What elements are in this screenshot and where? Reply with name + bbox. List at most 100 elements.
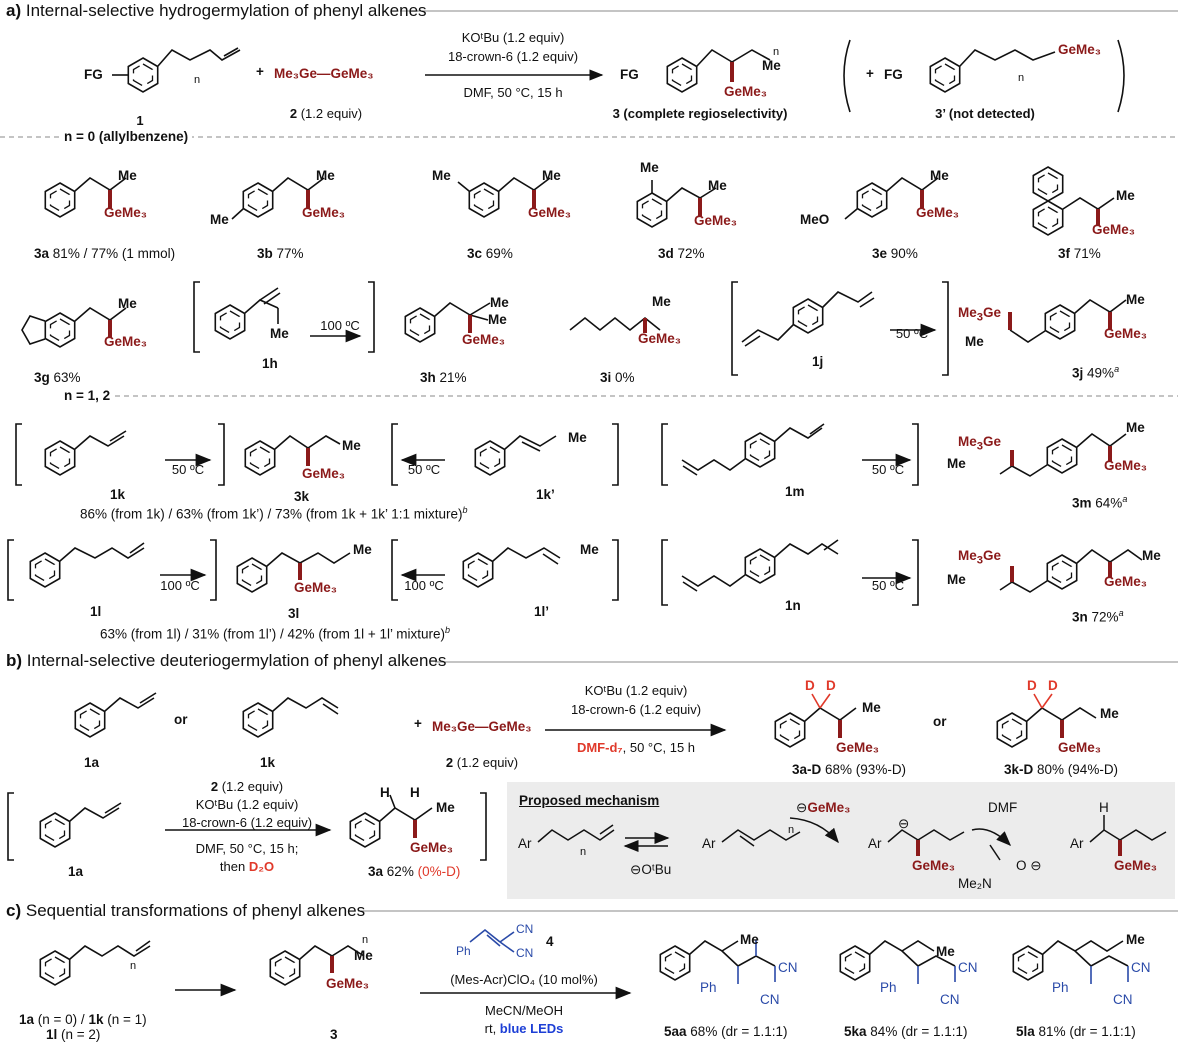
or-2: or bbox=[933, 714, 947, 729]
label-b-2: 2 (1.2 equiv) bbox=[445, 755, 519, 770]
row3-structures bbox=[15, 423, 1127, 486]
geme3-3: GeMe₃ bbox=[724, 84, 768, 99]
mech-me2n: Me₂N bbox=[958, 876, 992, 891]
section-c-header: c) Sequential transformations of phenyl … bbox=[6, 901, 366, 920]
me-3n-left: Me bbox=[947, 572, 966, 587]
me-5ka: Me bbox=[936, 944, 955, 959]
geme3-3c: GeMe₃ bbox=[528, 205, 572, 220]
geme3-3kd: GeMe₃ bbox=[1058, 740, 1102, 755]
geme3-c3: GeMe₃ bbox=[326, 976, 370, 991]
label-1: 1 bbox=[136, 113, 144, 128]
me-3m: Me bbox=[1126, 420, 1145, 435]
mech-n-1: n bbox=[580, 846, 587, 858]
label-b-1a: 1a bbox=[84, 755, 100, 770]
me-3g: Me bbox=[118, 296, 137, 311]
label-2: 2 (1.2 equiv) bbox=[289, 106, 363, 121]
me-3e: Me bbox=[930, 168, 949, 183]
me3ge-3m: Me3Ge bbox=[958, 434, 1002, 453]
geme3-3h: GeMe₃ bbox=[462, 332, 506, 347]
me-5aa: Me bbox=[740, 932, 759, 947]
label-1lp: 1l’ bbox=[534, 604, 550, 619]
geme3-3f: GeMe₃ bbox=[1092, 222, 1136, 237]
row4-structures bbox=[7, 539, 1143, 606]
cond-b-1: KOᵗBu (1.2 equiv) bbox=[584, 683, 688, 698]
label-1m: 1m bbox=[785, 484, 805, 499]
caption-3f: 3f 71% bbox=[1058, 246, 1101, 261]
ph-5la: Ph bbox=[1052, 980, 1069, 995]
mech-ar-4: Ar bbox=[1070, 836, 1084, 851]
reagent-2: Me₃Ge—GeMe₃ bbox=[274, 66, 374, 81]
me-3c: Me bbox=[542, 168, 561, 183]
mechanism-title: Proposed mechanism bbox=[519, 793, 660, 808]
geme3-3b: GeMe₃ bbox=[302, 205, 346, 220]
geme3-3p: GeMe₃ bbox=[1058, 42, 1102, 57]
label-1l: 1l bbox=[90, 604, 102, 619]
h-label-1: H bbox=[380, 785, 390, 800]
cond-1n: 50 ºC bbox=[871, 578, 905, 593]
section-b-header: b) Internal-selective deuteriogermylatio… bbox=[6, 651, 447, 670]
label-3l: 3l bbox=[288, 606, 300, 621]
cond-a-2: 18-crown-6 (1.2 equiv) bbox=[447, 49, 579, 64]
mechanism-box bbox=[507, 782, 1175, 899]
footnote-row4: 63% (from 1l) / 31% (from 1l’) / 42% (fr… bbox=[100, 625, 450, 642]
caption-3a: 3a 81% / 77% (1 mmol) bbox=[34, 246, 176, 261]
n-label: n bbox=[194, 74, 201, 86]
cond-c-2: MeCN/MeOH bbox=[484, 1003, 564, 1018]
label-3k: 3k bbox=[294, 489, 310, 504]
mech-o: O ⊖ bbox=[1016, 858, 1042, 873]
me-3b: Me bbox=[316, 168, 335, 183]
cond-c-1: (Mes-Acr)ClO₄ (10 mol%) bbox=[450, 972, 598, 987]
me-3j: Me bbox=[1126, 292, 1145, 307]
cond-a-1: KOᵗBu (1.2 equiv) bbox=[461, 30, 565, 45]
cn-4b: CN bbox=[516, 946, 534, 960]
cn-5la-b: CN bbox=[1113, 992, 1133, 1007]
ctrl-label-1a: 1a bbox=[68, 864, 84, 879]
meo-3e: MeO bbox=[800, 212, 830, 227]
geme3-3d: GeMe₃ bbox=[694, 213, 738, 228]
geme3-3g: GeMe₃ bbox=[104, 334, 148, 349]
mech-h: H bbox=[1099, 800, 1109, 815]
me-3k: Me bbox=[342, 438, 361, 453]
me-3: Me bbox=[762, 58, 781, 73]
geme3-ctrl: GeMe₃ bbox=[410, 840, 454, 855]
me-1lp: Me bbox=[580, 542, 599, 557]
d-label-2a: D bbox=[1027, 678, 1037, 693]
plus-sign-2: + bbox=[866, 66, 874, 81]
ctrl-cond-2: KOᵗBu (1.2 equiv) bbox=[195, 797, 299, 812]
label-1n: 1n bbox=[785, 598, 801, 613]
geme3-3j: GeMe₃ bbox=[1104, 326, 1148, 341]
cn-5aa-a: CN bbox=[778, 960, 798, 975]
caption-3g: 3g 63% bbox=[34, 370, 81, 385]
me-3f: Me bbox=[1116, 188, 1135, 203]
cond-1k: 50 ºC bbox=[171, 462, 205, 477]
me-3d: Me bbox=[708, 178, 727, 193]
me-3h-2: Me bbox=[488, 312, 507, 327]
d-label-1b: D bbox=[826, 678, 836, 693]
fg-label-3p: FG bbox=[884, 67, 903, 82]
geme3-3m: GeMe₃ bbox=[1104, 458, 1148, 473]
label-c-3: 3 bbox=[330, 1027, 338, 1042]
group-n12: n = 1, 2 bbox=[60, 388, 115, 403]
cond-a-3: DMF, 50 °C, 15 h bbox=[463, 85, 563, 100]
caption-3m: 3m 64%a bbox=[1072, 494, 1128, 511]
geme3-3ad: GeMe₃ bbox=[836, 740, 880, 755]
mechanism-structures bbox=[537, 815, 1167, 861]
cond-b-2: 18-crown-6 (1.2 equiv) bbox=[570, 702, 702, 717]
cond-c-3: rt, blue LEDs bbox=[484, 1021, 564, 1036]
me-3j-left: Me bbox=[965, 334, 984, 349]
cond-1lp: 100 ºC bbox=[404, 578, 444, 593]
cond-1m: 50 ºC bbox=[871, 462, 905, 477]
row2-structures bbox=[21, 281, 1127, 376]
or-1: or bbox=[174, 712, 188, 727]
me-3ad: Me bbox=[862, 700, 881, 715]
me-5la: Me bbox=[1126, 932, 1145, 947]
me-3kd: Me bbox=[1100, 706, 1119, 721]
mech-dmf: DMF bbox=[988, 800, 1018, 815]
separator-lines bbox=[0, 10, 1178, 912]
caption-3h: 3h 21% bbox=[420, 370, 467, 385]
section-a-header: a) Internal-selective hydrogermylation o… bbox=[6, 1, 427, 20]
me-3l: Me bbox=[353, 542, 372, 557]
cond-1h: 100 ºC bbox=[320, 318, 360, 333]
d-label-1a: D bbox=[805, 678, 815, 693]
